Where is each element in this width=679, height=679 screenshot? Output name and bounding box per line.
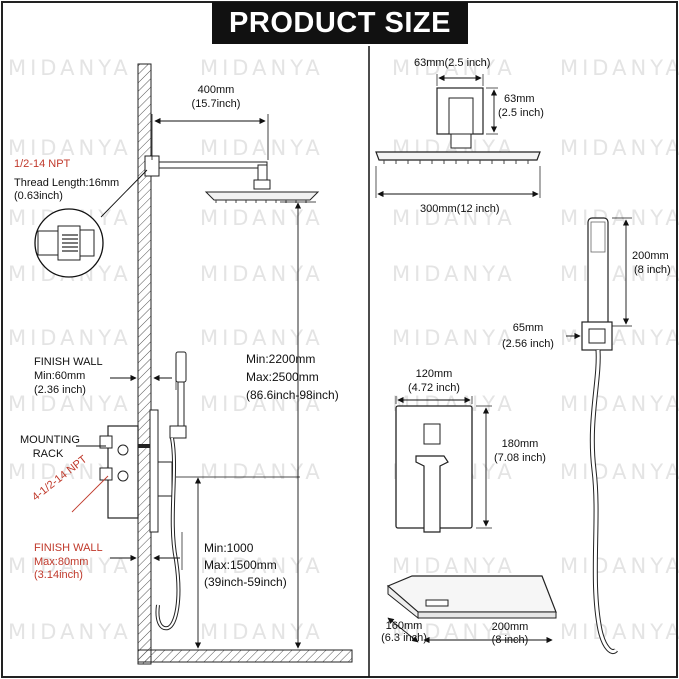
head-connector [253, 179, 271, 190]
valve-height-max: Max:1500mm [204, 558, 277, 572]
dim-finish-wall-bottom [110, 532, 183, 570]
page-title: PRODUCT SIZE [212, 2, 468, 44]
handheld-length-inch: (8 inch) [634, 264, 671, 276]
holder-bracket [169, 425, 187, 439]
watermark-text: MIDANYA [392, 262, 516, 286]
finish-wall-top-inch: (2.36 inch) [34, 384, 86, 396]
head-width: 300mm(12 inch) [420, 203, 500, 215]
wall [137, 63, 353, 665]
watermark-text: MIDANYA [560, 136, 679, 160]
flange-height-mm: 63mm [504, 93, 535, 105]
handheld-drawing [566, 217, 632, 655]
floor-hatch [137, 649, 353, 663]
plate-width-mm: 120mm [415, 368, 453, 380]
trim-plate [149, 409, 159, 533]
dim-arm-length [151, 114, 269, 160]
npt-leader [100, 169, 148, 218]
npt-thread-length: Thread Length:16mm [14, 177, 120, 189]
flange-width: 63mm(2.5 inch) [414, 57, 491, 69]
spout-width-mm: 200mm [491, 621, 529, 633]
npt-spec: 1/2-14 NPT [14, 158, 71, 170]
watermark-text: MIDANYA [392, 326, 516, 350]
watermark-text: MIDANYA [8, 56, 132, 80]
arm-length-mm: 400mm [197, 84, 235, 96]
flange-height-inch: (2.5 inch) [498, 107, 544, 119]
trim-plate-drawing [395, 396, 492, 533]
finish-wall-top-min: Min:60mm [34, 370, 86, 382]
mounting-rack-line2: RACK [32, 448, 64, 460]
npt-detail [34, 169, 148, 278]
shower-arm-assembly [144, 155, 320, 203]
watermark-text: MIDANYA [8, 554, 132, 578]
tub-spout-drawing [386, 575, 557, 644]
handheld-length-mm: 200mm [632, 250, 669, 262]
overall-height-inch: (86.6inch-98inch) [246, 388, 339, 402]
finish-wall-bottom-max: Max:80mm [34, 556, 89, 568]
dim-overall-height [280, 201, 316, 649]
watermark-text: MIDANYA [392, 554, 516, 578]
shower-head-drawing [375, 151, 541, 198]
wall-hatch [137, 63, 152, 665]
spout-width-inch: (8 inch) [491, 634, 529, 646]
arm-length-inch: (15.7inch) [191, 98, 241, 110]
watermark-text: MIDANYA [560, 262, 679, 286]
handheld-shower [175, 351, 187, 383]
watermark-text: MIDANYA [560, 56, 679, 80]
holder-mm: 65mm [512, 322, 544, 334]
npt-valve-leader [71, 475, 109, 513]
plate-height-mm: 180mm [501, 438, 539, 450]
watermark-text: MIDANYA [8, 326, 132, 350]
shower-head [204, 191, 320, 201]
shower-arm [158, 161, 268, 169]
finish-wall-top-label: FINISH WALL [34, 356, 103, 368]
holder-inch: (2.56 inch) [502, 338, 554, 350]
finish-wall-bottom-inch: (3.14inch) [34, 569, 83, 581]
npt-thread-inch: (0.63inch) [14, 190, 63, 202]
plate-width-inch: (4.72 inch) [408, 382, 460, 394]
overall-height-min: Min:2200mm [246, 352, 316, 366]
watermark-text: MIDANYA [200, 136, 324, 160]
dim-finish-wall-top [110, 360, 177, 390]
watermark-text: MIDANYA [560, 460, 679, 484]
mounting-rack-line1: MOUNTING [20, 434, 80, 446]
dim-valve-height [176, 476, 300, 649]
flange-drawing [436, 74, 498, 149]
plate-height-inch: (7.08 inch) [494, 452, 546, 464]
spout-depth-mm: 160mm [385, 620, 423, 632]
overall-height-max: Max:2500mm [246, 370, 319, 384]
watermark-text: MIDANYA [8, 620, 132, 644]
watermark-text: MIDANYA [560, 554, 679, 578]
valve-assembly [99, 351, 187, 631]
watermark-text: MIDANYA [8, 392, 132, 416]
watermark-text: MIDANYA [8, 136, 132, 160]
valve-height-inch: (39inch-59inch) [204, 575, 287, 589]
watermark-text: MIDANYA [200, 56, 324, 80]
watermark-text: MIDANYA [560, 620, 679, 644]
watermark-text: MIDANYA [392, 206, 516, 230]
finish-wall-bottom-label: FINISH WALL [34, 542, 103, 554]
spout-depth-inch: (6.3 inch) [381, 632, 427, 644]
valve-height-min: Min:1000 [204, 541, 254, 555]
watermark-text: MIDANYA [560, 392, 679, 416]
valve-lever [157, 461, 173, 497]
